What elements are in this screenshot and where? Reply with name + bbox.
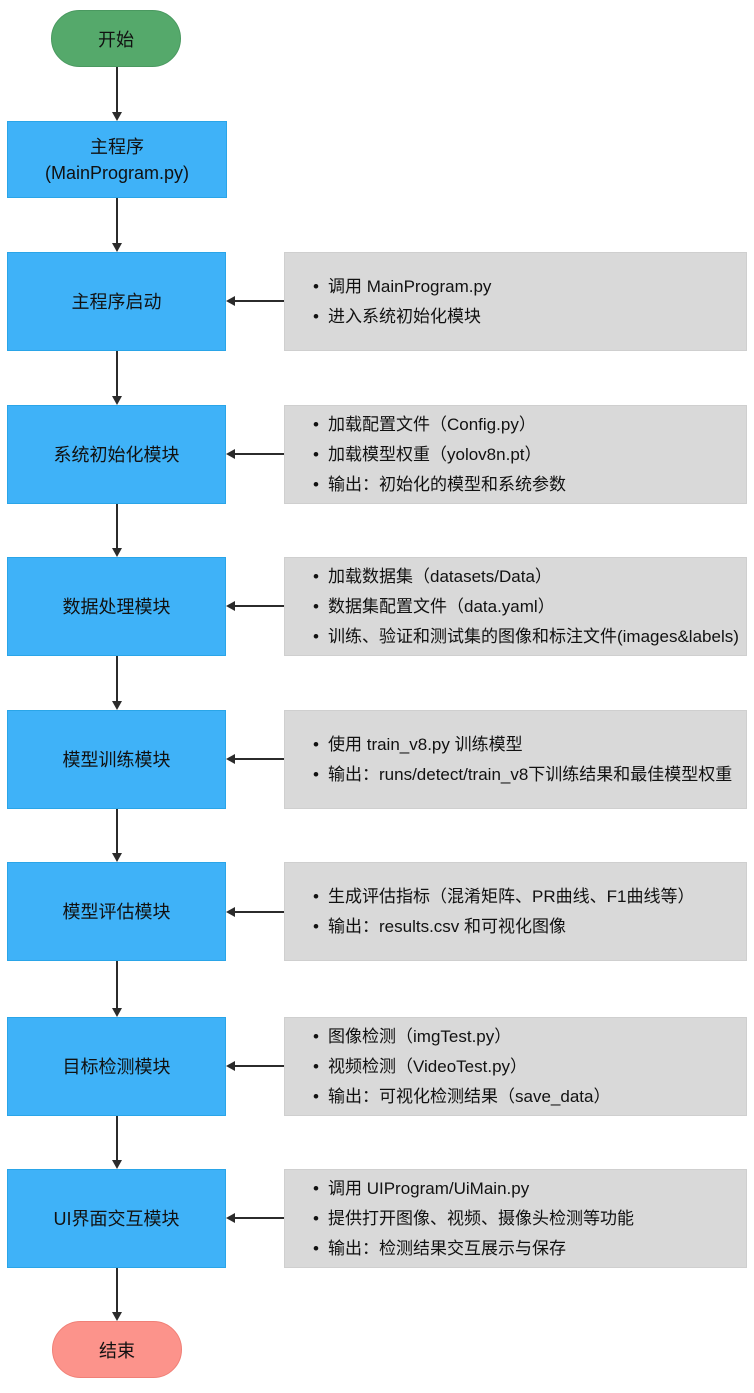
module-node-startup: 主程序启动	[7, 252, 226, 351]
note-line: 加载配置文件（Config.py）	[313, 410, 736, 440]
arrow-line	[116, 656, 118, 701]
note-line: 提供打开图像、视频、摄像头检测等功能	[313, 1204, 736, 1234]
note-box-detect: 图像检测（imgTest.py） 视频检测（VideoTest.py） 输出：可…	[284, 1017, 747, 1116]
arrow-left	[226, 1213, 284, 1223]
arrow-left	[226, 754, 284, 764]
arrow-head-down-icon	[112, 1312, 122, 1321]
arrow-head-down-icon	[112, 853, 122, 862]
note-line: 进入系统初始化模块	[313, 302, 736, 332]
arrow-head-left-icon	[226, 1213, 235, 1223]
module-label: 模型评估模块	[62, 901, 171, 922]
note-box-startup: 调用 MainProgram.py 进入系统初始化模块	[284, 252, 747, 351]
arrow-left	[226, 1061, 284, 1071]
arrow-head-left-icon	[226, 754, 235, 764]
module-label: 数据处理模块	[62, 596, 171, 617]
note-line: 数据集配置文件（data.yaml）	[313, 592, 736, 622]
arrow-line	[116, 504, 118, 548]
arrow-left	[226, 907, 284, 917]
note-box-ui: 调用 UIProgram/UiMain.py 提供打开图像、视频、摄像头检测等功…	[284, 1169, 747, 1268]
note-line: 图像检测（imgTest.py）	[313, 1022, 736, 1052]
arrow-down	[112, 961, 122, 1017]
note-line: 调用 UIProgram/UiMain.py	[313, 1174, 736, 1204]
note-box-init: 加载配置文件（Config.py） 加载模型权重（yolov8n.pt） 输出：…	[284, 405, 747, 504]
module-node-eval: 模型评估模块	[7, 862, 226, 961]
module-node-init: 系统初始化模块	[7, 405, 226, 504]
arrow-down	[112, 504, 122, 557]
note-box-data: 加载数据集（datasets/Data） 数据集配置文件（data.yaml） …	[284, 557, 747, 656]
arrow-left	[226, 449, 284, 459]
note-line: 输出：可视化检测结果（save_data）	[313, 1082, 736, 1112]
arrow-head-down-icon	[112, 701, 122, 710]
arrow-line	[116, 198, 118, 243]
module-node-ui: UI界面交互模块	[7, 1169, 226, 1268]
arrow-head-down-icon	[112, 396, 122, 405]
module-node-data: 数据处理模块	[7, 557, 226, 656]
module-node-detect: 目标检测模块	[7, 1017, 226, 1116]
note-box-train: 使用 train_v8.py 训练模型 输出：runs/detect/train…	[284, 710, 747, 809]
arrow-line	[116, 67, 118, 112]
arrow-head-left-icon	[226, 449, 235, 459]
main-program-line2: (MainProgram.py)	[44, 162, 190, 183]
arrow-line	[235, 605, 284, 607]
arrow-down	[112, 67, 122, 121]
arrow-down	[112, 809, 122, 862]
arrow-line	[235, 911, 284, 913]
note-line: 加载模型权重（yolov8n.pt）	[313, 440, 736, 470]
note-line: 输出：检测结果交互展示与保存	[313, 1234, 736, 1264]
arrow-head-down-icon	[112, 548, 122, 557]
arrow-line	[235, 758, 284, 760]
arrow-left	[226, 601, 284, 611]
arrow-head-left-icon	[226, 601, 235, 611]
start-label: 开始	[98, 29, 134, 50]
end-label: 结束	[99, 1340, 135, 1361]
arrow-head-down-icon	[112, 1160, 122, 1169]
module-node-train: 模型训练模块	[7, 710, 226, 809]
start-node: 开始	[51, 10, 181, 67]
arrow-line	[235, 1065, 284, 1067]
arrow-down	[112, 1268, 122, 1321]
note-line: 输出：results.csv 和可视化图像	[313, 912, 736, 942]
module-label: UI界面交互模块	[53, 1208, 180, 1229]
arrow-head-left-icon	[226, 296, 235, 306]
arrow-down	[112, 351, 122, 405]
arrow-head-left-icon	[226, 907, 235, 917]
arrow-down	[112, 656, 122, 710]
note-line: 视频检测（VideoTest.py）	[313, 1052, 736, 1082]
arrow-down	[112, 1116, 122, 1169]
arrow-left	[226, 296, 284, 306]
arrow-line	[116, 1116, 118, 1160]
note-box-eval: 生成评估指标（混淆矩阵、PR曲线、F1曲线等） 输出：results.csv 和…	[284, 862, 747, 961]
arrow-line	[235, 453, 284, 455]
arrow-line	[116, 351, 118, 396]
arrow-line	[116, 1268, 118, 1312]
arrow-head-down-icon	[112, 112, 122, 121]
note-line: 使用 train_v8.py 训练模型	[313, 730, 736, 760]
module-label: 目标检测模块	[62, 1056, 171, 1077]
main-program-node: 主程序 (MainProgram.py)	[7, 121, 227, 198]
module-label: 模型训练模块	[62, 749, 171, 770]
note-line: 训练、验证和测试集的图像和标注文件(images&labels)	[313, 622, 739, 652]
module-label: 主程序启动	[71, 291, 162, 312]
note-line: 输出：runs/detect/train_v8下训练结果和最佳模型权重	[313, 760, 736, 790]
note-line: 输出：初始化的模型和系统参数	[313, 470, 736, 500]
arrow-head-down-icon	[112, 243, 122, 252]
arrow-line	[116, 809, 118, 853]
arrow-line	[116, 961, 118, 1008]
arrow-down	[112, 198, 122, 252]
arrow-line	[235, 1217, 284, 1219]
note-line: 调用 MainProgram.py	[313, 272, 736, 302]
arrow-line	[235, 300, 284, 302]
main-program-line1: 主程序	[90, 136, 144, 157]
module-label: 系统初始化模块	[53, 444, 180, 465]
note-line: 生成评估指标（混淆矩阵、PR曲线、F1曲线等）	[313, 882, 736, 912]
end-node: 结束	[52, 1321, 182, 1378]
arrow-head-down-icon	[112, 1008, 122, 1017]
arrow-head-left-icon	[226, 1061, 235, 1071]
note-line: 加载数据集（datasets/Data）	[313, 562, 736, 592]
